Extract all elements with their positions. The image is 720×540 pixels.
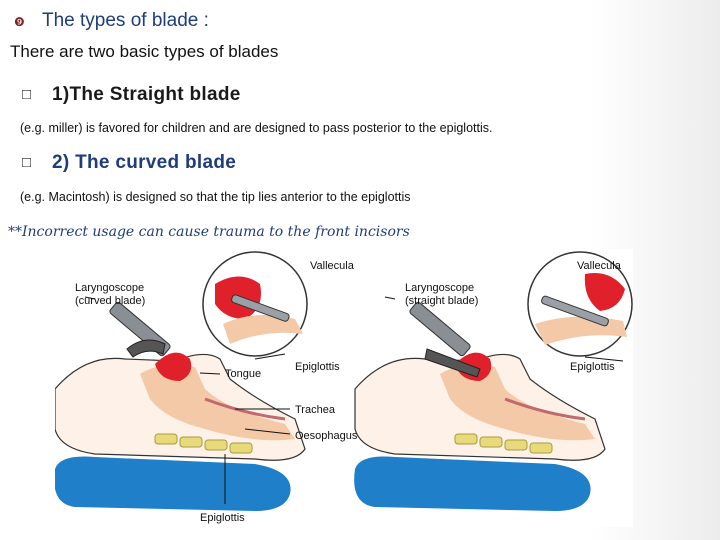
checkbox-bullet-icon: □: [22, 154, 32, 171]
label-laryngoscope-curved-2: (curved blade): [75, 295, 145, 307]
warning-note: **Incorrect usage can cause trauma to th…: [8, 224, 410, 240]
slide-title: The types of blade :: [42, 10, 209, 31]
title-bullet-icon: ❾: [14, 15, 25, 29]
label-laryngoscope-straight-2: (straight blade): [405, 295, 478, 307]
slide-subtitle: There are two basic types of blades: [10, 42, 279, 61]
label-oesophagus: Oesophagus: [295, 430, 358, 442]
pillow-left: [55, 456, 291, 511]
straight-blade-note: (e.g. miller) is favored for children an…: [20, 121, 493, 135]
curved-blade-heading: 2) The curved blade: [52, 152, 237, 173]
checkbox-bullet-icon: □: [22, 86, 32, 103]
label-vallecula-right: Vallecula: [577, 260, 622, 272]
label-epiglottis-bottom: Epiglottis: [200, 512, 245, 524]
label-tongue: Tongue: [225, 368, 261, 380]
right-panel: Laryngoscope (straight blade) Vallecula …: [354, 251, 633, 511]
pillow-right: [354, 456, 591, 511]
laryngoscope-straight: [409, 301, 481, 378]
tongue-left: [155, 352, 192, 381]
curved-blade-note: (e.g. Macintosh) is designed so that the…: [20, 190, 411, 204]
label-laryngoscope-curved-1: Laryngoscope: [75, 282, 144, 294]
laryngoscope-curved: [109, 301, 171, 358]
spine-left: [154, 433, 253, 454]
label-laryngoscope-straight-1: Laryngoscope: [405, 282, 474, 294]
straight-blade-heading: 1)The Straight blade: [52, 84, 241, 105]
label-epiglottis-left-inset: Epiglottis: [295, 361, 340, 373]
spine-right: [454, 433, 553, 454]
laryngoscope-figure: Laryngoscope (curved blade) Vallecula To…: [55, 249, 633, 527]
laryngoscope-illustration: Laryngoscope (curved blade) Vallecula To…: [55, 251, 633, 524]
left-panel: Laryngoscope (curved blade) Vallecula To…: [55, 251, 358, 524]
label-vallecula-left: Vallecula: [310, 260, 355, 272]
label-trachea: Trachea: [295, 404, 336, 416]
label-epiglottis-right-inset: Epiglottis: [570, 361, 615, 373]
